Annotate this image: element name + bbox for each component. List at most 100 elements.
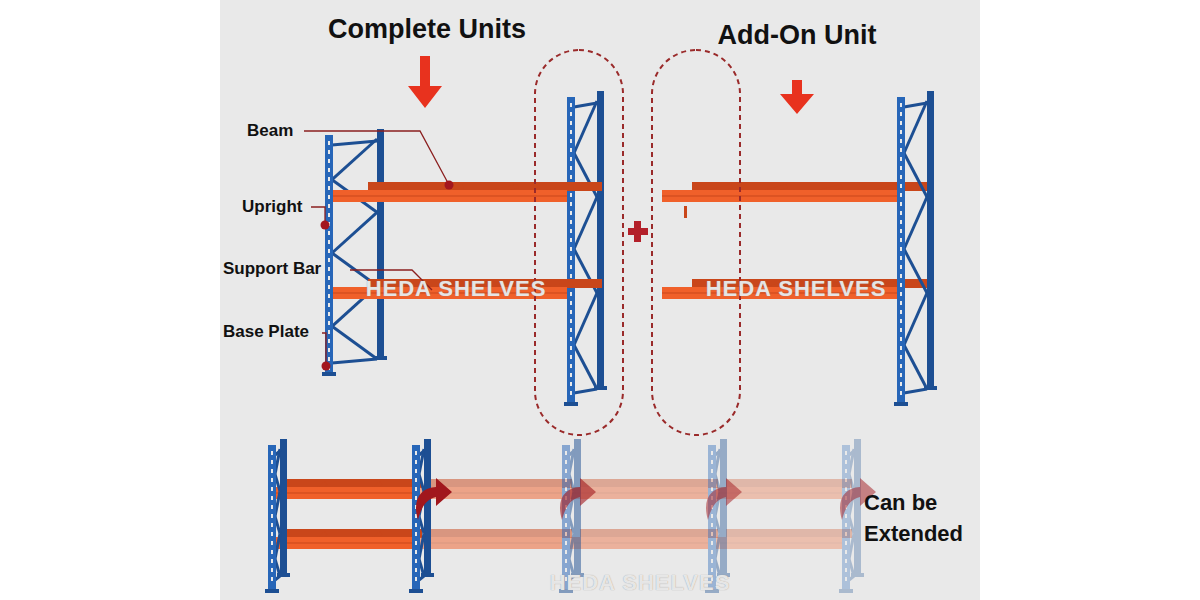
- upright-hole: [328, 231, 330, 235]
- base-plate: [277, 573, 290, 577]
- upright-hole: [565, 532, 567, 536]
- upright-hole: [415, 559, 417, 563]
- beam-level: [662, 182, 927, 202]
- upright-hole: [711, 460, 713, 464]
- upright-hole: [570, 292, 572, 296]
- upright-hole: [845, 559, 847, 563]
- upright-hole: [900, 274, 902, 278]
- part-name: Support Bar: [223, 259, 321, 279]
- beam: [333, 190, 567, 202]
- upright-hole: [570, 193, 572, 197]
- upright: [424, 439, 431, 576]
- upright-hole: [900, 121, 902, 125]
- dashed-ellipse: [652, 50, 740, 435]
- upright-hole: [900, 238, 902, 242]
- upright-hole: [570, 103, 572, 107]
- beam-edge: [662, 196, 897, 197]
- frame-brace: [332, 141, 377, 145]
- upright-hole: [900, 166, 902, 170]
- upright-hole: [565, 478, 567, 482]
- upright-hole: [900, 292, 902, 296]
- beam-edge: [333, 196, 567, 197]
- upright-hole: [271, 550, 273, 554]
- beam: [716, 537, 842, 549]
- beam: [726, 479, 852, 488]
- upright-hole: [271, 505, 273, 509]
- upright-hole: [900, 310, 902, 314]
- upright-hole: [711, 487, 713, 491]
- upright-hole: [565, 559, 567, 563]
- upright-hole: [900, 148, 902, 152]
- upright-hole: [565, 523, 567, 527]
- leader-dot: [322, 362, 331, 371]
- upright-hole: [570, 310, 572, 314]
- frame-brace: [904, 293, 927, 345]
- upright-hole: [328, 204, 330, 208]
- beam-connector: [684, 206, 687, 218]
- leader-line: [322, 333, 326, 362]
- beam: [276, 537, 412, 549]
- upright-hole: [415, 487, 417, 491]
- upright-hole: [328, 213, 330, 217]
- upright-hole: [900, 184, 902, 188]
- upright: [574, 439, 581, 576]
- beam: [570, 537, 708, 549]
- beam: [580, 479, 718, 488]
- dashed-ellipse: [535, 50, 623, 435]
- frame-brace: [574, 293, 597, 345]
- upright-hole: [570, 319, 572, 323]
- upright-hole: [570, 373, 572, 377]
- upright-hole: [711, 478, 713, 482]
- upright: [412, 445, 420, 592]
- upright-hole: [328, 294, 330, 298]
- upright-hole: [415, 460, 417, 464]
- upright-frame: [894, 91, 937, 406]
- upright-frame: [564, 91, 607, 406]
- upright-hole: [900, 283, 902, 287]
- upright: [280, 439, 287, 576]
- frame-brace: [904, 103, 927, 107]
- upright-hole: [565, 451, 567, 455]
- upright-hole: [565, 541, 567, 545]
- upright-hole: [845, 568, 847, 572]
- heading: Complete Units: [328, 14, 526, 45]
- upright-hole: [845, 487, 847, 491]
- upright-hole: [570, 157, 572, 161]
- upright-hole: [845, 577, 847, 581]
- upright-hole: [570, 328, 572, 332]
- upright-hole: [570, 337, 572, 341]
- base-plate: [894, 402, 908, 406]
- upright-hole: [900, 373, 902, 377]
- upright-hole: [328, 177, 330, 181]
- upright-hole: [570, 265, 572, 269]
- upright-hole: [570, 247, 572, 251]
- upright-hole: [415, 478, 417, 482]
- upright-hole: [900, 391, 902, 395]
- upright-hole: [415, 451, 417, 455]
- upright-hole: [900, 193, 902, 197]
- upright-hole: [570, 148, 572, 152]
- extend-arrow: [560, 478, 596, 520]
- upright-hole: [415, 568, 417, 572]
- beam-edge: [570, 543, 708, 544]
- leader-dot: [321, 221, 330, 230]
- upright-hole: [845, 514, 847, 518]
- leader-dot: [445, 181, 454, 190]
- upright-hole: [900, 229, 902, 233]
- upright-hole: [900, 328, 902, 332]
- upright-hole: [570, 274, 572, 278]
- upright: [268, 445, 276, 592]
- upright-hole: [328, 357, 330, 361]
- upright-hole: [415, 523, 417, 527]
- heading: Add-On Unit: [718, 20, 877, 51]
- upright: [842, 445, 850, 592]
- upright-hole: [900, 346, 902, 350]
- upright-hole: [900, 337, 902, 341]
- upright-hole: [900, 157, 902, 161]
- frame-brace: [332, 359, 377, 363]
- leader-line: [311, 207, 325, 222]
- frame-brace: [904, 389, 927, 393]
- upright-hole: [900, 247, 902, 251]
- upright-hole: [328, 303, 330, 307]
